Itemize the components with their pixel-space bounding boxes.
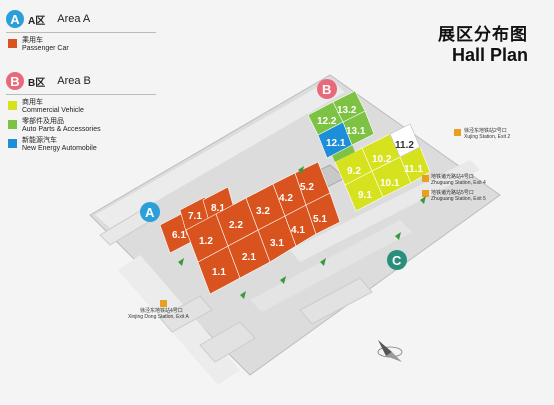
hall-10-1-label: 10.1 bbox=[380, 178, 400, 189]
station-zhuguang-exit4[interactable]: 地铁诸光路站4号口 Zhuguang Station, Exit 4 bbox=[422, 173, 486, 186]
hall-9-2-label: 9.2 bbox=[347, 166, 361, 177]
arrow-icon bbox=[298, 166, 304, 174]
new-energy-swatch bbox=[8, 139, 17, 148]
block bbox=[299, 277, 373, 325]
hall-3-1-label: 3.1 bbox=[270, 238, 284, 249]
legend-item-new-energy: 新能源汽车 New Energy Automobile bbox=[6, 137, 176, 153]
new-energy-cn: 新能源汽车 bbox=[22, 137, 57, 144]
metro-icon bbox=[422, 175, 429, 182]
legend-item-passenger-car: 乘用车 Passenger Car bbox=[6, 37, 176, 53]
map-area-c-marker[interactable]: C bbox=[387, 250, 407, 270]
legend-item-auto-parts: 零部件及用品 Auto Parts & Accessories bbox=[6, 118, 176, 134]
metro-icon bbox=[454, 129, 461, 136]
area-a-zone: A区 bbox=[28, 15, 46, 27]
block bbox=[199, 321, 256, 363]
hall-1-1-label: 1.1 bbox=[212, 267, 226, 278]
page-title: 展区分布图 Hall Plan bbox=[438, 20, 528, 66]
hall-6-1-label: 6.1 bbox=[172, 230, 186, 241]
hall-9-1-label: 9.1 bbox=[358, 190, 372, 201]
road-south bbox=[250, 220, 412, 312]
arrow-icon bbox=[178, 258, 184, 266]
legend-item-commercial-vehicle: 商用车 Commercial Vehicle bbox=[6, 99, 176, 115]
title-cn: 展区分布图 bbox=[438, 25, 528, 44]
road-east bbox=[290, 160, 480, 262]
station-2-cn: 地铁诸光路站4号口 bbox=[431, 173, 474, 180]
metro-icon bbox=[160, 300, 167, 307]
map-area-a-letter: A bbox=[145, 205, 155, 220]
metro-icon bbox=[422, 190, 429, 197]
title-en: Hall Plan bbox=[451, 45, 528, 65]
passenger-car-cn: 乘用车 bbox=[22, 37, 43, 44]
legend: A A区 Area A 乘用车 Passenger Car B B区 Area … bbox=[6, 8, 176, 156]
hall-11-2-label: 11.2 bbox=[395, 140, 414, 151]
auto-parts-cn: 零部件及用品 bbox=[22, 118, 64, 125]
arrow-icon bbox=[395, 232, 401, 240]
hall-2-2-label: 2.2 bbox=[229, 220, 243, 231]
area-b-zone: B区 bbox=[28, 77, 46, 89]
hall-13-1-label: 13.1 bbox=[346, 126, 366, 137]
area-b-halls: 9.1 10.1 9.2 10.2 11.1 11.2 12.1 13.1 12… bbox=[307, 90, 431, 212]
hall-3-2-label: 3.2 bbox=[256, 206, 270, 217]
station-xujing-exit2[interactable]: 徐泾东地铁站2号口 Xujing Station, Exit 2 bbox=[454, 127, 510, 140]
commercial-vehicle-cn: 商用车 bbox=[22, 99, 43, 106]
legend-area-a: A A区 Area A bbox=[6, 8, 176, 30]
auto-parts-en: Auto Parts & Accessories bbox=[22, 126, 101, 133]
road-north bbox=[95, 80, 345, 228]
station-1-en: Xujing Station, Exit 2 bbox=[464, 134, 510, 140]
commercial-vehicle-swatch bbox=[8, 101, 17, 110]
station-zhuguang-exit5[interactable]: 地铁诸光路站5号口 Zhuguang Station, Exit 5 bbox=[422, 189, 486, 202]
hall-10-2-label: 10.2 bbox=[372, 154, 392, 165]
arrow-icon bbox=[280, 276, 286, 284]
station-2-en: Zhuguang Station, Exit 4 bbox=[431, 180, 486, 186]
hall-5-1-label: 5.1 bbox=[313, 214, 327, 225]
hall-4-2-label: 4.2 bbox=[279, 193, 293, 204]
hall-12-1-label: 12.1 bbox=[326, 138, 346, 149]
arrow-icon bbox=[320, 258, 326, 266]
hall-5-2-label: 5.2 bbox=[300, 182, 314, 193]
hall-4-1-label: 4.1 bbox=[291, 225, 305, 236]
hall-5-2[interactable]: 5.2 bbox=[294, 161, 331, 206]
commercial-vehicle-en: Commercial Vehicle bbox=[22, 107, 84, 114]
hall-1-2-label: 1.2 bbox=[199, 236, 213, 247]
area-b-name: Area B bbox=[57, 75, 91, 87]
new-energy-en: New Energy Automobile bbox=[22, 145, 97, 152]
area-a-circle: A bbox=[6, 10, 24, 28]
station-4-en: Xinjing Dong Station, Exit A bbox=[128, 314, 190, 320]
map-area-a-marker[interactable]: A bbox=[140, 202, 160, 222]
arrow-icon bbox=[420, 196, 426, 204]
station-3-cn: 地铁诸光路站5号口 bbox=[431, 189, 474, 196]
station-1-cn: 徐泾东地铁站2号口 bbox=[464, 127, 507, 134]
hall-11-2[interactable]: 11.2 bbox=[389, 123, 421, 158]
legend-divider bbox=[6, 94, 156, 95]
legend-area-b: B B区 Area B bbox=[6, 70, 176, 92]
hall-13-2-label: 13.2 bbox=[337, 105, 357, 116]
area-a-halls: 6.1 7.1 8.1 1.1 2.1 3.1 4.1 5.1 1.2 2.2 … bbox=[159, 161, 341, 295]
auto-parts-swatch bbox=[8, 120, 17, 129]
station-4-cn: 徐泾东地铁站4号口 bbox=[140, 307, 183, 314]
station-xinjing-dong-exit-a[interactable]: 徐泾东地铁站4号口 Xinjing Dong Station, Exit A bbox=[128, 300, 190, 320]
hall-11-1-label: 11.1 bbox=[404, 164, 423, 175]
block bbox=[159, 295, 213, 333]
map-area-b-letter: B bbox=[322, 82, 331, 97]
hall-12-2-label: 12.2 bbox=[317, 116, 337, 127]
hall-13-2[interactable]: 13.2 bbox=[332, 90, 366, 123]
area-a-name: Area A bbox=[57, 13, 91, 25]
arrow-icon bbox=[240, 291, 246, 299]
station-3-en: Zhuguang Station, Exit 5 bbox=[431, 196, 486, 202]
hall-7-1-label: 7.1 bbox=[188, 211, 202, 222]
direction-arrows bbox=[178, 166, 426, 299]
compass-icon bbox=[377, 340, 403, 362]
legend-divider bbox=[6, 32, 156, 33]
map-area-b-marker[interactable]: B bbox=[317, 79, 337, 99]
hall-8-1-label: 8.1 bbox=[211, 203, 225, 214]
passenger-car-swatch bbox=[8, 39, 17, 48]
hall-2-1-label: 2.1 bbox=[242, 252, 256, 263]
area-b-circle: B bbox=[6, 72, 24, 90]
passenger-car-en: Passenger Car bbox=[22, 45, 69, 52]
map-area-c-letter: C bbox=[392, 253, 402, 268]
